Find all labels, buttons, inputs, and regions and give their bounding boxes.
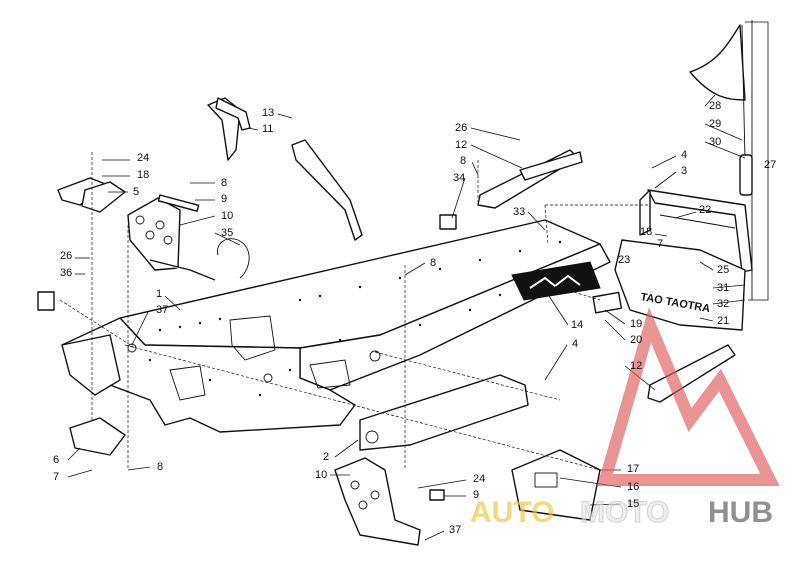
callout-6: 6 <box>53 454 59 466</box>
callout-31: 31 <box>717 282 729 294</box>
steering-arm <box>207 97 363 241</box>
watermark: AUTO MOTO HUB <box>470 307 780 530</box>
callout-16: 16 <box>627 481 639 493</box>
front-bracket-left <box>57 177 216 281</box>
watermark-text-moto: MOTO <box>580 496 669 529</box>
callout-5: 5 <box>133 186 139 198</box>
callout-10: 10 <box>221 210 233 222</box>
callout-3: 3 <box>681 165 687 177</box>
callout-33: 33 <box>513 206 525 218</box>
callout-30: 30 <box>709 136 721 148</box>
footrest-plate-left <box>69 417 126 456</box>
callout-28: 28 <box>709 100 721 112</box>
callout-20: 20 <box>630 334 642 346</box>
rear-bumper <box>639 189 753 273</box>
reflector <box>592 291 623 314</box>
spacer-block <box>429 489 445 501</box>
callout-26: 26 <box>455 122 467 134</box>
bracket-36 <box>37 291 55 311</box>
rivet-holes <box>148 240 562 397</box>
watermark-text-hub: HUB <box>708 496 773 529</box>
callout-34: 34 <box>453 172 465 184</box>
callout-35: 35 <box>221 227 233 239</box>
safety-flag <box>689 20 753 300</box>
callout-21: 21 <box>717 315 729 327</box>
callout-25: 25 <box>717 264 729 276</box>
callout-29: 29 <box>709 118 721 130</box>
callout-13: 13 <box>262 107 274 119</box>
callout-4: 4 <box>572 338 578 350</box>
callout-27: 27 <box>764 159 776 171</box>
callout-18: 18 <box>137 169 149 181</box>
callout-22: 22 <box>699 204 711 216</box>
rear-lower-bracket <box>511 449 601 521</box>
callout-19: 19 <box>630 318 642 330</box>
callout-36: 36 <box>60 267 72 279</box>
callout-26: 26 <box>60 250 72 262</box>
callout-labels: 2418589103513112636137826128343343221872… <box>53 100 776 536</box>
callout-24: 24 <box>137 152 149 164</box>
callout-18: 18 <box>640 226 652 238</box>
callout-37: 37 <box>449 524 461 536</box>
cable <box>217 238 250 279</box>
callout-15: 15 <box>627 498 639 510</box>
callout-11: 11 <box>262 123 273 135</box>
callout-17: 17 <box>627 463 639 475</box>
callout-37: 37 <box>156 304 168 316</box>
running-board-bracket <box>334 457 421 546</box>
callout-14: 14 <box>571 319 583 331</box>
callout-8: 8 <box>460 155 466 167</box>
rear-side-tube <box>647 344 736 403</box>
callout-7: 7 <box>657 238 663 250</box>
tunnel-logo-decal <box>511 261 601 301</box>
callout-10: 10 <box>315 469 327 481</box>
grab-bar-tube <box>477 149 583 209</box>
callout-9: 9 <box>221 193 227 205</box>
callout-9: 9 <box>473 489 479 501</box>
callout-7: 7 <box>53 471 59 483</box>
callout-1: 1 <box>156 288 162 300</box>
assembly-lines <box>59 152 648 471</box>
leader-lines <box>67 21 769 541</box>
callout-2: 2 <box>323 451 329 463</box>
callout-12: 12 <box>630 360 642 372</box>
callout-12: 12 <box>455 139 467 151</box>
callout-8: 8 <box>430 257 436 269</box>
snow-flap: TAO TAOTRA <box>614 239 746 331</box>
callout-23: 23 <box>618 254 630 266</box>
watermark-text-auto: AUTO <box>470 496 554 529</box>
callout-8: 8 <box>157 461 163 473</box>
side-rail-lower <box>359 374 529 451</box>
callout-8: 8 <box>221 177 227 189</box>
watermark-triangle <box>597 307 780 486</box>
panel-34 <box>439 214 457 230</box>
callout-32: 32 <box>717 298 729 310</box>
callout-24: 24 <box>473 473 485 485</box>
callout-4: 4 <box>681 149 687 161</box>
